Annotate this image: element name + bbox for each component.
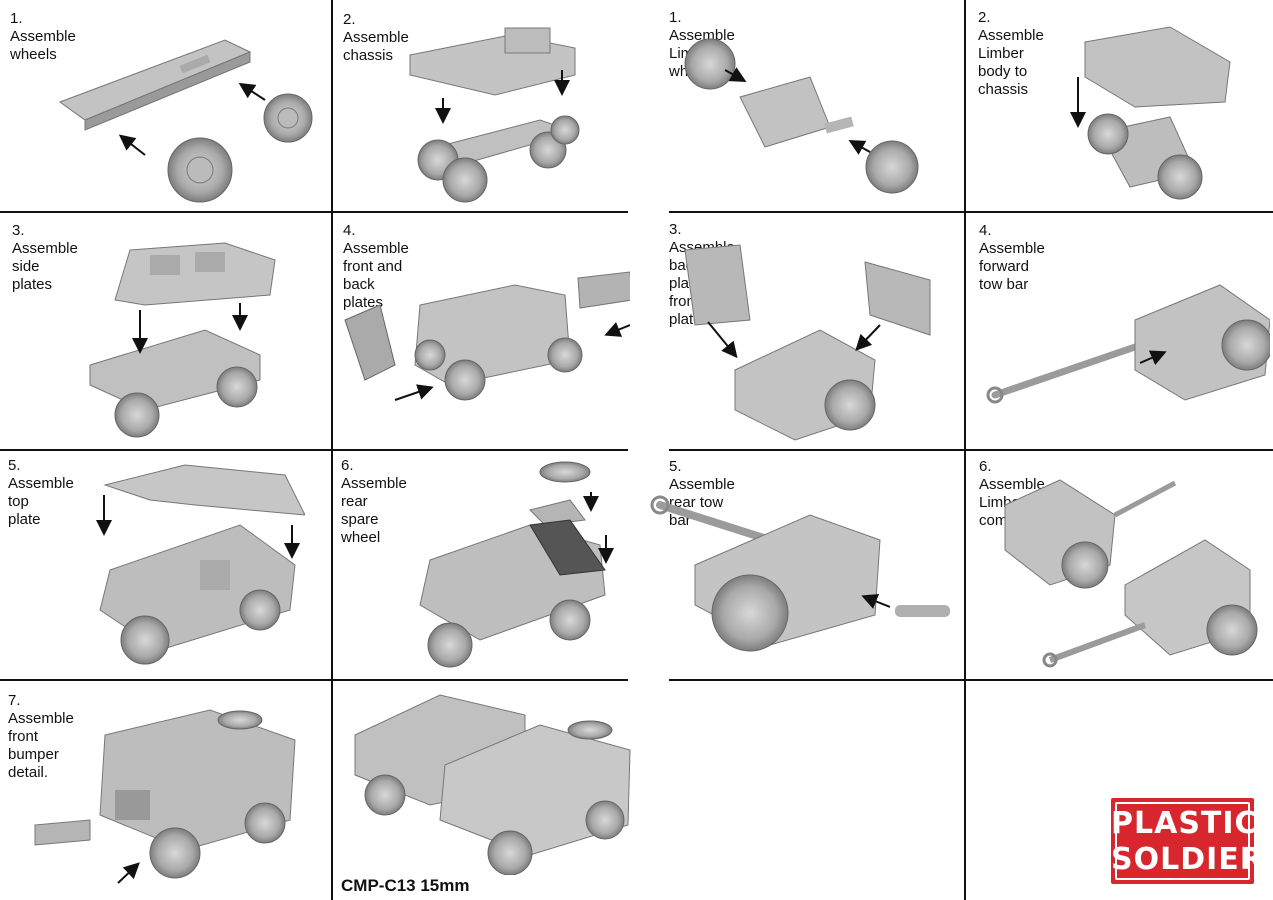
logo-word-2: SOLDIER <box>1111 842 1264 877</box>
spare-wheel-on-roof-illustration <box>419 461 614 668</box>
step-label: 1. Assemble wheels <box>10 10 76 63</box>
logo-frame <box>1115 802 1250 880</box>
step-label: 2. Assemble Limber body to chassis <box>978 9 1044 98</box>
side-plates-over-body-illustration <box>89 242 276 438</box>
limber-complete-illustration <box>1004 479 1258 668</box>
chassis-and-wheels-illustration <box>58 39 313 203</box>
step-label: 5. Assemble top plate <box>8 457 74 528</box>
top-plate-over-body-illustration <box>96 464 305 665</box>
divider-h3-left <box>0 679 628 681</box>
divider-h2-left <box>0 449 628 451</box>
limber-plates-illustration <box>684 244 931 441</box>
divider-h1-right <box>669 211 1273 213</box>
step-label: 7. Assemble front bumper detail. <box>8 692 74 781</box>
limber-rear-tow-bar-illustration <box>650 495 950 652</box>
limber-body-chassis-illustration <box>1070 26 1231 200</box>
plastic-soldier-logo: PLASTIC SOLDIER <box>1111 798 1264 884</box>
step-label: 2. Assemble chassis <box>343 11 409 64</box>
step-label: 6. Assemble rear spare wheel <box>341 457 407 546</box>
product-code: CMP-C13 15mm <box>341 876 470 895</box>
fenders-over-chassis-illustration <box>409 27 580 203</box>
front-back-plates-illustration <box>344 271 630 401</box>
divider-h2-right <box>669 449 1273 451</box>
divider-h1-left <box>0 211 628 213</box>
step-label: 4. Assemble forward tow bar <box>979 222 1045 293</box>
limber-forward-tow-bar-illustration <box>986 284 1270 404</box>
front-bumper-illustration <box>34 709 296 884</box>
limber-axle-wheels-illustration <box>684 38 919 194</box>
step-label: 3. Assemble side plates <box>12 222 78 293</box>
logo-word-1: PLASTIC <box>1111 806 1258 841</box>
step-label: 4. Assemble front and back plates <box>343 222 409 311</box>
completed-trucks-illustration <box>354 694 631 875</box>
divider-h3-right <box>669 679 1273 681</box>
